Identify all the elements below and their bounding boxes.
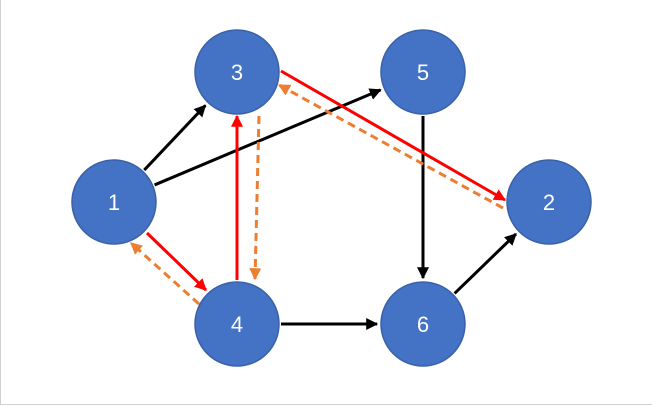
node-circle xyxy=(194,29,280,115)
node-label: 3 xyxy=(231,60,243,85)
node-2: 2 xyxy=(506,159,592,245)
node-label: 4 xyxy=(231,312,243,337)
node-label: 6 xyxy=(417,312,429,337)
edge-3-to-2 xyxy=(280,69,507,202)
edge-1-to-4 xyxy=(145,231,208,292)
node-circle xyxy=(506,159,592,245)
nodes-layer: 1 2 3 4 5 6 xyxy=(71,29,592,367)
node-circle xyxy=(380,29,466,115)
node-3: 3 xyxy=(194,29,280,115)
node-5: 5 xyxy=(380,29,466,115)
node-circle xyxy=(194,281,280,367)
node-1: 1 xyxy=(71,159,157,245)
node-label: 5 xyxy=(417,60,429,85)
node-6: 6 xyxy=(380,281,466,367)
node-label: 2 xyxy=(543,190,555,215)
edges-layer xyxy=(129,69,517,330)
edge-6-to-2 xyxy=(453,232,517,295)
edge-1-to-5 xyxy=(153,88,382,187)
edge-3-to-4-dashed xyxy=(249,115,262,281)
node-label: 1 xyxy=(108,190,120,215)
node-circle xyxy=(71,159,157,245)
edge-1-to-3 xyxy=(143,104,207,172)
edge-2-to-3-dashed xyxy=(277,83,504,210)
node-4: 4 xyxy=(194,281,280,367)
node-circle xyxy=(380,281,466,367)
edge-4-to-1-dashed xyxy=(129,241,201,306)
